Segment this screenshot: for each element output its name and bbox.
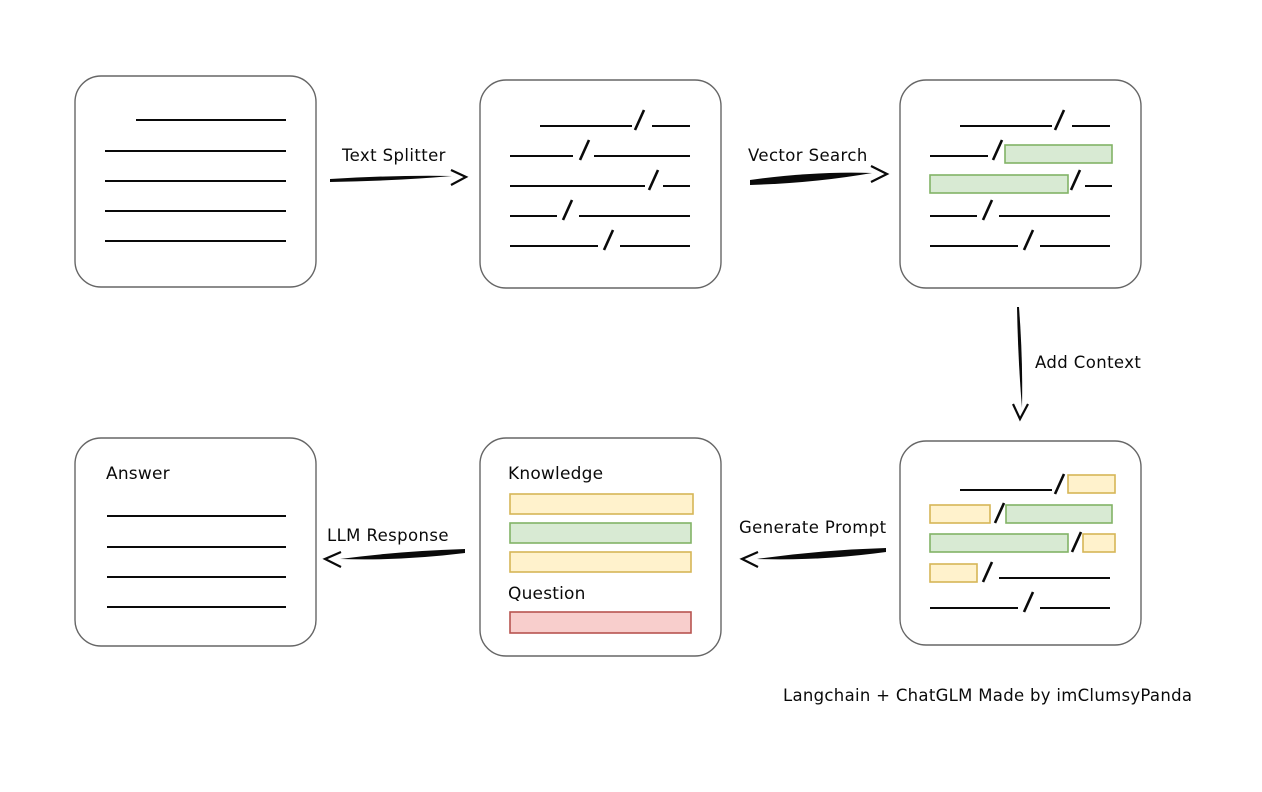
chunk-separator-slash bbox=[647, 169, 660, 191]
vector-search-label: Vector Search bbox=[748, 146, 868, 165]
vector-search-arrow bbox=[750, 165, 890, 185]
matched-chunk-highlight bbox=[1004, 144, 1113, 164]
chunk-separator-slash bbox=[993, 502, 1006, 524]
generate-prompt-label: Generate Prompt bbox=[739, 518, 887, 537]
prompt-box[interactable] bbox=[479, 437, 722, 657]
chunk-separator-slash bbox=[561, 199, 574, 221]
matched-chunks-box[interactable] bbox=[899, 79, 1142, 289]
context-chunk-highlight bbox=[929, 563, 978, 583]
question-bar bbox=[509, 611, 692, 634]
add-context-label: Add Context bbox=[1035, 353, 1142, 372]
answer-box[interactable] bbox=[74, 437, 317, 647]
chunk-separator-slash bbox=[1070, 531, 1083, 553]
chunk-separator-slash bbox=[981, 561, 994, 583]
text-splitter-label: Text Splitter bbox=[342, 146, 446, 165]
diagram-caption: Langchain + ChatGLM Made by imClumsyPand… bbox=[783, 686, 1193, 705]
chunk-separator-slash bbox=[633, 109, 646, 131]
text-splitter-arrow bbox=[330, 169, 469, 186]
split-chunks-box[interactable] bbox=[479, 79, 722, 289]
split-chunks-frame[interactable] bbox=[479, 79, 722, 289]
context-chunk-highlight bbox=[929, 533, 1069, 553]
context-chunk-highlight bbox=[1067, 474, 1116, 494]
chunk-separator-slash bbox=[602, 229, 615, 251]
knowledge-bar bbox=[509, 493, 694, 515]
prompt-frame[interactable] bbox=[479, 437, 722, 657]
knowledge-title: Knowledge bbox=[508, 464, 604, 484]
context-chunks-box[interactable] bbox=[899, 440, 1142, 646]
chunk-separator-slash bbox=[981, 199, 994, 221]
chunk-separator-slash bbox=[1022, 229, 1035, 251]
context-chunk-highlight bbox=[929, 504, 991, 524]
matched-chunk-highlight bbox=[929, 174, 1069, 194]
source-document-box[interactable] bbox=[74, 75, 317, 288]
knowledge-bar bbox=[509, 551, 692, 573]
context-chunk-highlight bbox=[1082, 533, 1116, 553]
llm-response-arrow bbox=[322, 549, 465, 568]
add-context-arrow bbox=[1012, 307, 1029, 422]
chunk-separator-slash bbox=[1053, 109, 1066, 131]
knowledge-bar bbox=[509, 522, 692, 544]
chunk-separator-slash bbox=[991, 139, 1004, 161]
llm-response-label: LLM Response bbox=[327, 526, 449, 545]
question-title: Question bbox=[508, 584, 586, 604]
generate-prompt-arrow bbox=[739, 548, 886, 568]
chunk-separator-slash bbox=[578, 139, 591, 161]
answer-frame[interactable] bbox=[74, 437, 317, 647]
context-chunk-highlight bbox=[1005, 504, 1113, 524]
chunk-separator-slash bbox=[1053, 473, 1066, 495]
chunk-separator-slash bbox=[1022, 591, 1035, 613]
answer-title: Answer bbox=[106, 464, 170, 484]
chunk-separator-slash bbox=[1069, 169, 1082, 191]
